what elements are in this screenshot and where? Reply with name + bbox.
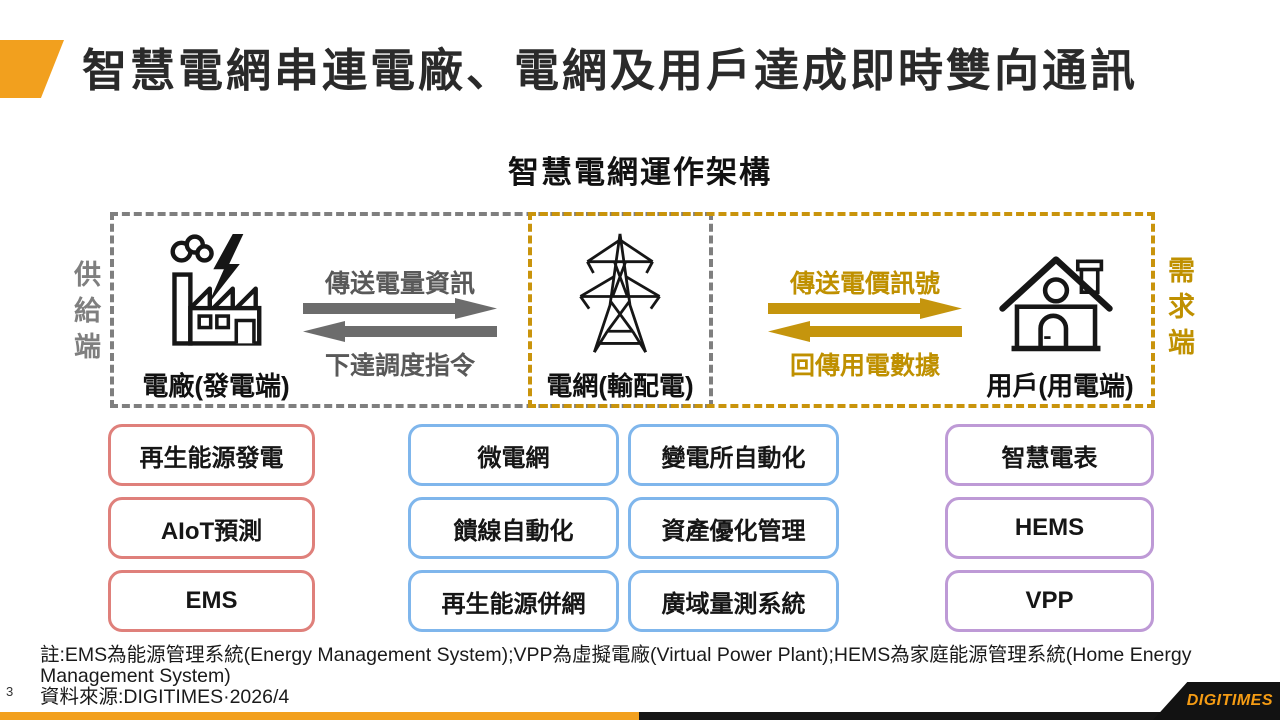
- return-usage-data-label: 回傳用電數據: [789, 352, 940, 380]
- arrow-right-icon: [768, 298, 962, 319]
- house-icon: [997, 250, 1115, 358]
- grid-node-label: 電網(輸配電): [546, 371, 694, 401]
- arrow-left-icon: [303, 321, 497, 342]
- footer-bar-orange: [0, 712, 639, 720]
- capability-box: 再生能源併網: [408, 570, 619, 632]
- capability-box: EMS: [108, 570, 315, 632]
- capability-box: 再生能源發電: [108, 424, 315, 486]
- capability-box: 廣域量測系統: [628, 570, 839, 632]
- capability-box: 資產優化管理: [628, 497, 839, 559]
- arrow-left-icon: [768, 321, 962, 342]
- supply-zone-box: [110, 212, 713, 408]
- plant-grid-arrows-icon: [303, 298, 497, 342]
- capability-box: 變電所自動化: [628, 424, 839, 486]
- send-power-data-label: 傳送電量資訊: [324, 270, 475, 298]
- send-price-signal-label: 傳送電價訊號: [789, 270, 940, 298]
- plant-node-label: 電廠(發電端): [142, 371, 290, 401]
- capability-box: AIoT預測: [108, 497, 315, 559]
- title-accent-shape: [0, 40, 64, 98]
- demand-zone-box: [528, 212, 1155, 408]
- arrow-right-icon: [303, 298, 497, 319]
- digitimes-logo: DIGITIMES: [1153, 682, 1280, 720]
- user-node-label: 用戶(用電端): [986, 371, 1134, 401]
- footnote-block: 註:EMS為能源管理系統(Energy Management System);V…: [40, 645, 1240, 708]
- footer-bar-black: [639, 712, 1280, 720]
- supply-side-label: 供給端: [70, 260, 100, 368]
- capability-box: 微電網: [408, 424, 619, 486]
- capability-box: 智慧電表: [945, 424, 1154, 486]
- capability-box: HEMS: [945, 497, 1154, 559]
- source-text: 資料來源:DIGITIMES·2026/4: [40, 686, 290, 708]
- page-title: 智慧電網串連電廠、電網及用戶達成即時雙向通訊: [82, 45, 1139, 96]
- diagram-title: 智慧電網運作架構: [508, 155, 772, 190]
- page-number: 3: [6, 684, 14, 699]
- dispatch-command-label: 下達調度指令: [324, 352, 475, 380]
- digitimes-logo-text: DIGITIMES: [1186, 692, 1273, 709]
- grid-user-arrows-icon: [768, 298, 962, 342]
- capability-box: 饋線自動化: [408, 497, 619, 559]
- transmission-tower-icon: [570, 219, 670, 367]
- factory-icon: [148, 224, 276, 364]
- capability-box: VPP: [945, 570, 1154, 632]
- note-text: 註:EMS為能源管理系統(Energy Management System);V…: [40, 644, 1192, 687]
- demand-side-label: 需求端: [1164, 256, 1194, 364]
